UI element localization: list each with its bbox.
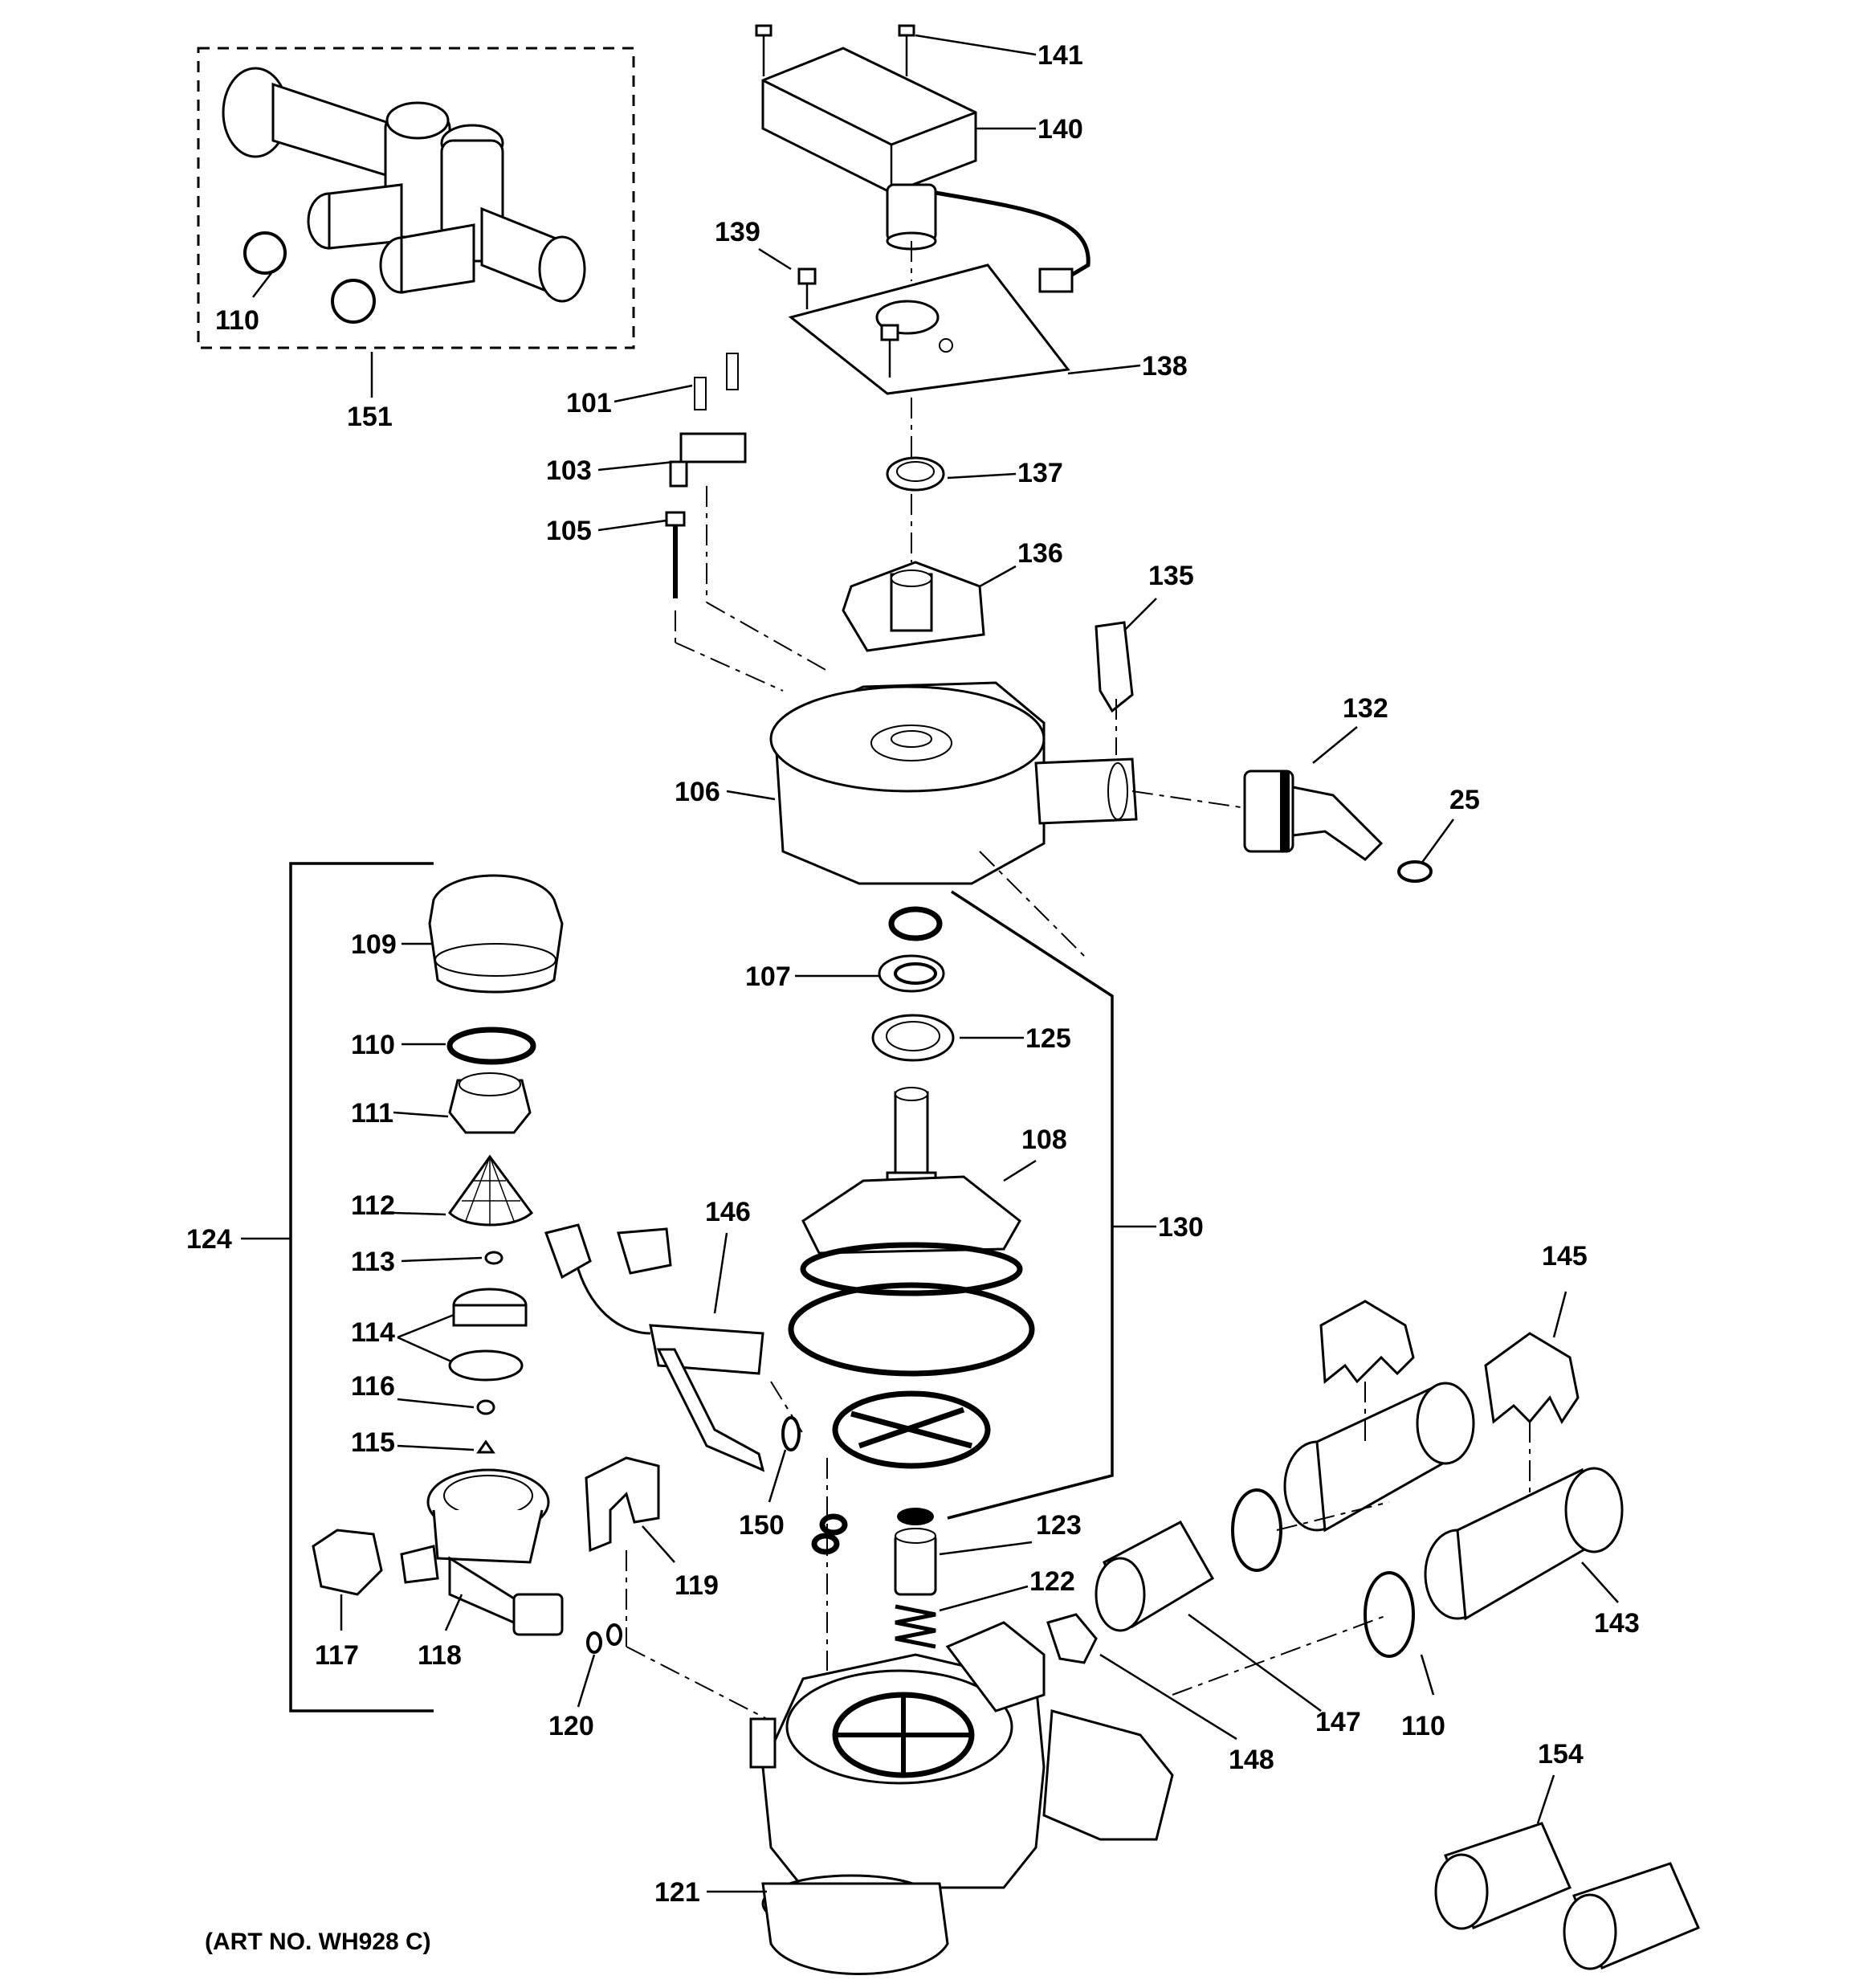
- part-116: [476, 1399, 495, 1415]
- adapter-143-lower-part: [1424, 1467, 1624, 1621]
- callout-111: 111: [351, 1098, 393, 1129]
- callout-135: 135: [1148, 561, 1194, 591]
- art-number: (ART NO. WH928 C): [205, 1929, 431, 1955]
- fitting-117-part: [312, 1529, 383, 1596]
- nozzle-111-part: [448, 1072, 532, 1134]
- callout-109: 109: [351, 929, 397, 960]
- callout-147: 147: [1315, 1707, 1361, 1737]
- oring-110-lower-part: [1364, 1571, 1415, 1658]
- clamp-25-part: [1397, 860, 1433, 883]
- callout-105: 105: [546, 516, 592, 546]
- clip-119-part: [585, 1456, 660, 1553]
- elbow-132-part: [1243, 769, 1384, 861]
- callout-116: 116: [351, 1371, 395, 1402]
- callout-25: 25: [1449, 785, 1480, 815]
- callout-113: 113: [351, 1247, 395, 1277]
- callout-110-adapter: 110: [1401, 1711, 1445, 1741]
- callout-119: 119: [675, 1570, 719, 1601]
- callout-114: 114: [351, 1317, 395, 1348]
- callout-112: 112: [351, 1190, 395, 1221]
- centerlines: [626, 241, 1531, 1720]
- seal-137-part: [886, 456, 945, 492]
- screw-105-part: [665, 511, 686, 598]
- callout-143: 143: [1594, 1608, 1640, 1639]
- callout-145: 145: [1542, 1241, 1588, 1272]
- brine-valve-118-part: [400, 1468, 622, 1654]
- part-148: [1046, 1613, 1098, 1664]
- bracket-130: [947, 890, 1114, 1520]
- bypass-valve-part: [222, 67, 586, 324]
- screen-112-part: [448, 1154, 534, 1227]
- callout-117: 117: [315, 1640, 359, 1671]
- callout-136: 136: [1017, 538, 1063, 569]
- callout-146: 146: [705, 1197, 751, 1227]
- callout-130: 130: [1158, 1212, 1204, 1243]
- bypass-assembly-box: [197, 47, 635, 349]
- sleeve-part: [894, 1528, 937, 1596]
- bracket-124: [289, 862, 434, 1712]
- callout-107: 107: [745, 961, 791, 992]
- callout-139: 139: [715, 217, 760, 247]
- callout-154: 154: [1538, 1739, 1584, 1770]
- callout-151: 151: [347, 402, 393, 432]
- oring-110-part: [446, 1027, 536, 1065]
- part-115: [476, 1439, 495, 1454]
- callout-110-cap: 110: [351, 1030, 395, 1060]
- clip-145-lower-part: [1484, 1332, 1580, 1424]
- adapter-143-upper-part: [1283, 1382, 1475, 1533]
- seal-ring-upper-part: [888, 906, 943, 941]
- screw-141-part: [755, 24, 915, 76]
- callout-118: 118: [418, 1640, 462, 1671]
- motor-part: [761, 47, 1090, 293]
- callout-138: 138: [1142, 351, 1188, 382]
- callout-108: 108: [1021, 1125, 1067, 1155]
- cartridge-147-part: [1095, 1520, 1215, 1632]
- cap-109-part: [428, 874, 564, 994]
- valve-body-121-part: [749, 1621, 1174, 1975]
- seal-123-part: [897, 1508, 934, 1525]
- callout-140: 140: [1037, 114, 1083, 145]
- disc-114-part: [448, 1288, 528, 1382]
- bracket-146-part: [544, 1223, 765, 1472]
- callout-106: 106: [675, 777, 720, 807]
- callout-148: 148: [1229, 1745, 1274, 1775]
- seal-125-part: [871, 1014, 955, 1062]
- callout-115: 115: [351, 1427, 395, 1458]
- clip-145-upper-part: [1319, 1300, 1415, 1384]
- oring-150-part: [781, 1416, 801, 1451]
- callout-122: 122: [1029, 1566, 1075, 1597]
- oring-110-upper-part: [1231, 1488, 1282, 1572]
- callout-132: 132: [1343, 693, 1388, 724]
- callout-123: 123: [1036, 1510, 1082, 1541]
- mounting-plate-part: [788, 263, 1070, 395]
- seal-107-part: [878, 954, 945, 993]
- callout-110-bypass: 110: [215, 305, 259, 336]
- rotor-108-part: [788, 1087, 1035, 1469]
- callout-141: 141: [1037, 40, 1083, 71]
- gear-136-part: [842, 561, 985, 652]
- callout-137: 137: [1017, 458, 1063, 488]
- callout-103: 103: [546, 455, 592, 486]
- housing-106-part: [769, 681, 1138, 885]
- oring-pair-part: [811, 1513, 848, 1555]
- switch-103-part: [669, 353, 747, 488]
- callout-120: 120: [548, 1711, 594, 1741]
- callout-124: 124: [186, 1224, 232, 1255]
- callout-125: 125: [1025, 1023, 1071, 1054]
- clip-135-part: [1095, 621, 1134, 713]
- callout-150: 150: [739, 1510, 785, 1541]
- callout-121: 121: [654, 1877, 700, 1908]
- callout-101: 101: [566, 388, 612, 418]
- sleeve-154-part: [1434, 1822, 1700, 1970]
- spring-122-part: [895, 1604, 936, 1649]
- part-113: [484, 1251, 503, 1265]
